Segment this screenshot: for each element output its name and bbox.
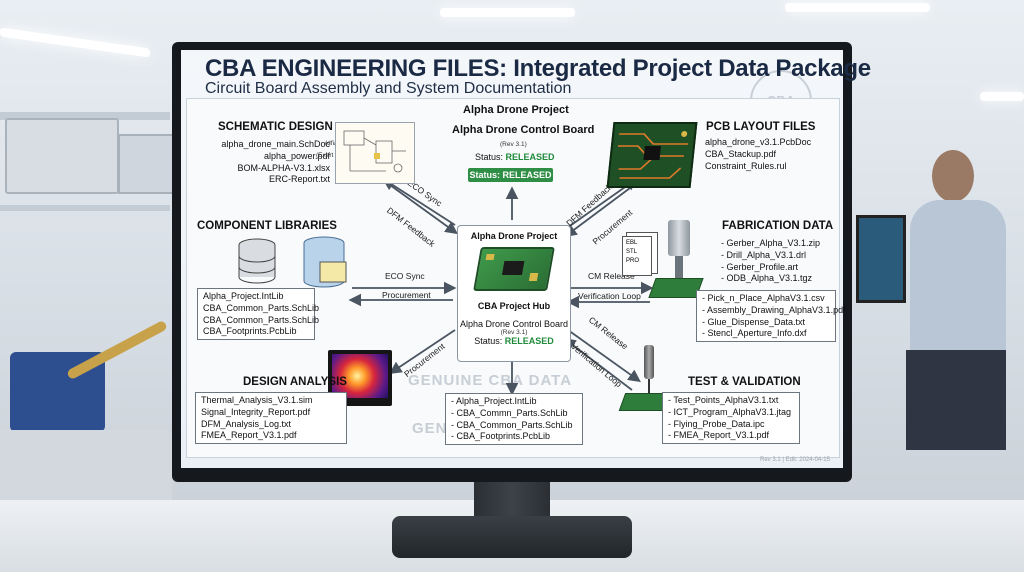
section-heading-libraries: COMPONENT LIBRARIES (197, 220, 337, 232)
file-entry[interactable]: alpha_power.pdf (263, 150, 330, 161)
hub-status-value: RELEASED (504, 336, 554, 346)
doc-tag: STL (626, 249, 638, 255)
pcb-layout-thumbnail (606, 122, 698, 188)
analysis-file-list[interactable]: Thermal_Analysis_V3.1.sim Signal_Integri… (195, 392, 347, 444)
engineer-person (900, 150, 1010, 450)
library-database-icon (302, 236, 352, 290)
dispenser-machine-icon (648, 220, 704, 300)
file-entry[interactable]: - Test_Points_AlphaV3.1.txt (668, 395, 779, 405)
flow-label-verification-loop: Verification Loop (578, 291, 641, 301)
project-rev: (Rev 3.1) (500, 141, 527, 148)
file-entry[interactable]: CBA_Common_Parts.SchLib (203, 302, 320, 313)
page-subtitle: Circuit Board Assembly and System Docume… (205, 80, 572, 97)
schematic-drawing-icon (343, 130, 406, 173)
test-file-list[interactable]: - Test_Points_AlphaV3.1.txt - ICT_Progra… (662, 392, 800, 444)
monitor-stand-base (392, 516, 632, 558)
file-entry[interactable]: - Glue_Dispense_Data.txt (702, 316, 806, 327)
file-entry[interactable]: - Gerber_Alpha_V3.1.zip (721, 238, 821, 248)
ceiling-light (980, 92, 1024, 101)
file-entry[interactable]: CBA_Common_Parts.SchLib (203, 314, 320, 325)
project-board: Alpha Drone Control Board (452, 124, 595, 136)
status-prefix: Status: (475, 152, 504, 162)
file-entry[interactable]: DFM_Analysis_Log.txt (201, 418, 292, 429)
pcb-file-list[interactable]: alpha_drone_v3.1.PcbDoc CBA_Stackup.pdf … (700, 135, 818, 177)
file-entry[interactable]: - ICT_Program_AlphaV3.1.jtag (668, 406, 792, 417)
file-entry[interactable]: ERC-Report.txt (268, 174, 330, 185)
file-entry[interactable]: Signal_Integrity_Report.pdf (201, 406, 311, 417)
file-entry[interactable]: - ODB_Alpha_V3.1.tgz (721, 273, 813, 284)
doc-tag: EBL (626, 240, 638, 246)
background-monitor (856, 215, 906, 303)
lab-equipment (118, 134, 174, 194)
file-entry[interactable]: alpha_drone_main.SchDoc (221, 139, 330, 149)
project-status: Status: RELEASED (475, 152, 555, 162)
section-heading-analysis: DESIGN ANALYSIS (243, 376, 347, 388)
bottom-file-list[interactable]: - Alpha_Project.IntLib - CBA_Commn_Parts… (445, 393, 583, 445)
file-entry[interactable]: FMEA_Report_V3.1.pdf (201, 430, 297, 441)
hub-rev: (Rev 3.1) (500, 329, 528, 336)
file-entry[interactable]: - Drill_Alpha_V3.1.drl (721, 249, 807, 260)
schematic-thumbnail (335, 122, 415, 184)
file-entry[interactable]: Thermal_Analysis_V3.1.sim (201, 395, 313, 405)
schematic-file-list[interactable]: alpha_drone_main.SchDoc alpha_power.pdf … (195, 137, 335, 191)
pcb-board-icon (473, 247, 555, 291)
hub-top-label: Alpha Drone Project (470, 231, 558, 241)
lab-bench (0, 430, 172, 510)
file-entry[interactable]: - Flying_Probe_Data.ipc (668, 418, 765, 429)
file-entry[interactable]: BOM-ALPHA-V3.1.xlsx (237, 162, 330, 173)
file-entry[interactable]: Alpha_Project.IntLib (203, 291, 284, 301)
library-file-list[interactable]: Alpha_Project.IntLib CBA_Common_Parts.Sc… (197, 288, 320, 340)
lab-shelf (0, 112, 170, 120)
file-entry[interactable]: - Gerber_Profile.art (721, 261, 799, 272)
ceiling-light (440, 8, 575, 17)
monitor-stand-neck (474, 482, 550, 520)
flow-label-procurement-mid: Procurement (382, 290, 431, 300)
watermark: GENUINE CBA DATA (408, 372, 573, 389)
section-heading-pcb: PCB LAYOUT FILES (706, 121, 816, 133)
database-icon (237, 238, 277, 284)
page-title: CBA ENGINEERING FILES: Integrated Projec… (205, 55, 871, 82)
test-probe-icon (618, 345, 672, 415)
hub-status: Status: RELEASED (458, 336, 570, 346)
schematic-note: (dfiam (325, 140, 343, 147)
file-entry[interactable]: - Assembly_Drawing_AlphaV3.1.pdf (702, 304, 846, 315)
project-hub-card[interactable]: Alpha Drone Project CBA Project Hub Alph… (457, 225, 571, 362)
flow-label-cm-release: CM Release (588, 271, 635, 281)
ceiling-light (785, 3, 930, 12)
file-entry[interactable]: - CBA_Footprints.PcbLib (451, 431, 551, 442)
file-entry[interactable]: - Pick_n_Place_AlphaV3.1.csv (702, 293, 825, 303)
file-entry[interactable]: - Stencl_Aperture_Info.dxf (702, 328, 807, 339)
section-heading-schematic: SCHEMATIC DESIGN (218, 121, 333, 133)
file-entry[interactable]: - Alpha_Project.IntLib (451, 396, 537, 406)
project-name: Alpha Drone Project (463, 104, 569, 116)
section-heading-test: TEST & VALIDATION (688, 376, 801, 388)
file-entry[interactable]: - CBA_Commn_Parts.SchLib (451, 407, 568, 418)
section-heading-fabrication: FABRICATION DATA (722, 220, 834, 232)
file-entry[interactable]: alpha_drone_v3.1.PcbDoc (705, 137, 812, 147)
status-badge: Status: RELEASED (468, 168, 553, 182)
assembly-file-list[interactable]: - Pick_n_Place_AlphaV3.1.csv - Assembly_… (696, 290, 846, 342)
lab-shelf (0, 205, 170, 211)
file-entry[interactable]: - CBA_Common_Parts.SchLib (451, 419, 573, 430)
hub-name: CBA Project Hub (477, 301, 551, 311)
doc-tag: PRO (626, 258, 640, 264)
hub-board: Alpha Drone Control Board (459, 319, 569, 329)
schematic-note: (Exert (316, 152, 334, 159)
status-value: RELEASED (505, 152, 555, 162)
hub-status-prefix: Status: (474, 336, 503, 346)
flow-label-eco-sync-mid: ECO Sync (385, 271, 425, 281)
file-entry[interactable]: - FMEA_Report_V3.1.pdf (668, 430, 770, 441)
document-stack-icon: EBL STL PRO (620, 232, 658, 278)
footer-revision: Rev 3.1 | Edit: 2024-04-15 (760, 457, 830, 463)
file-entry[interactable]: CBA_Footprints.PcbLib (203, 326, 297, 337)
file-entry[interactable]: Constraint_Rules.rul (705, 160, 787, 171)
file-entry[interactable]: CBA_Stackup.pdf (705, 148, 777, 159)
fabrication-file-list[interactable]: - Gerber_Alpha_V3.1.zip - Drill_Alpha_V3… (716, 236, 824, 288)
